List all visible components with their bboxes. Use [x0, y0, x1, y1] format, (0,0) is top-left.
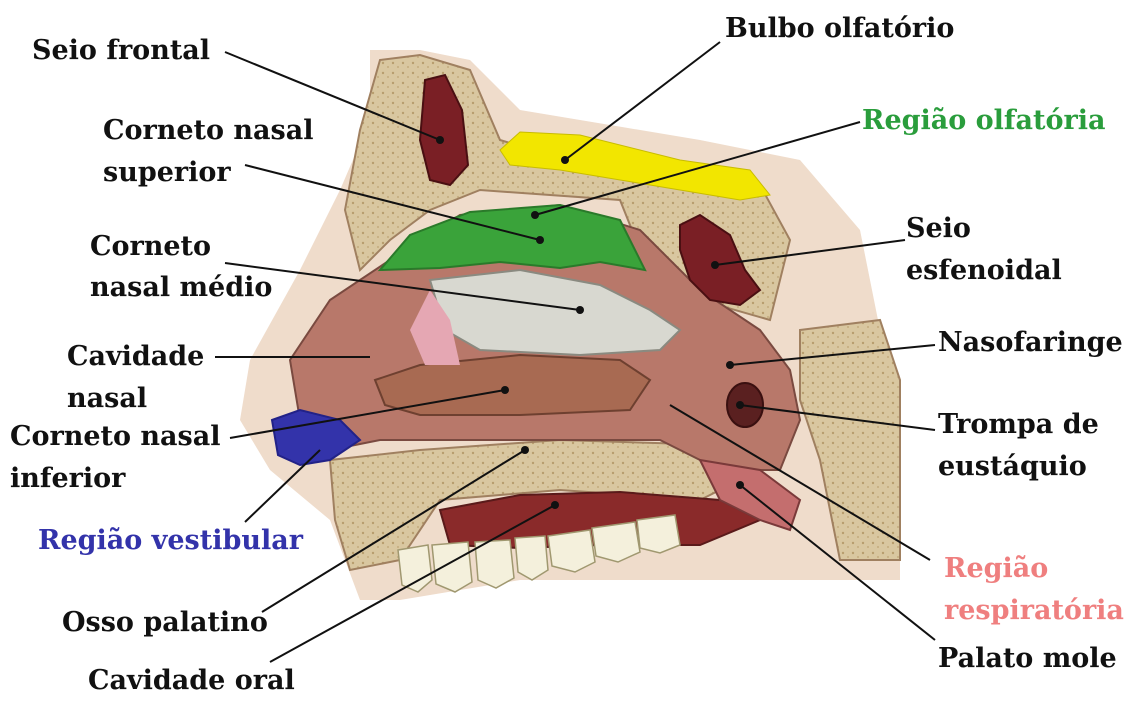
label-trompa-line2: eustáquio [938, 450, 1087, 484]
label-trompa-line1: Trompa de [938, 408, 1099, 442]
label-regiao-vestibular: Região vestibular [38, 524, 303, 558]
label-regiao-respiratoria-line1: Região [944, 552, 1048, 586]
label-corneto-superior-line2: superior [103, 156, 231, 190]
label-seio-frontal: Seio frontal [32, 34, 210, 68]
label-nasofaringe: Nasofaringe [938, 326, 1123, 360]
label-corneto-medio-line2: nasal médio [90, 271, 272, 305]
label-regiao-olfatoria: Região olfatória [862, 104, 1106, 138]
label-cavidade-nasal-line1: Cavidade [67, 340, 204, 374]
label-cavidade-nasal-line2: nasal [67, 382, 147, 416]
label-osso-palatino: Osso palatino [62, 606, 268, 640]
label-corneto-inferior-line1: Corneto nasal [10, 420, 221, 454]
label-palato-mole: Palato mole [938, 642, 1117, 676]
label-corneto-medio-line1: Corneto [90, 230, 211, 264]
label-seio-esfenoidal-line2: esfenoidal [906, 254, 1062, 288]
label-cavidade-oral: Cavidade oral [88, 664, 295, 698]
label-bulbo-olfatorio: Bulbo olfatório [725, 12, 954, 46]
label-corneto-inferior-line2: inferior [10, 462, 125, 496]
label-regiao-respiratoria-line2: respiratória [944, 594, 1124, 628]
label-corneto-superior-line1: Corneto nasal [103, 114, 314, 148]
label-seio-esfenoidal-line1: Seio [906, 212, 971, 246]
